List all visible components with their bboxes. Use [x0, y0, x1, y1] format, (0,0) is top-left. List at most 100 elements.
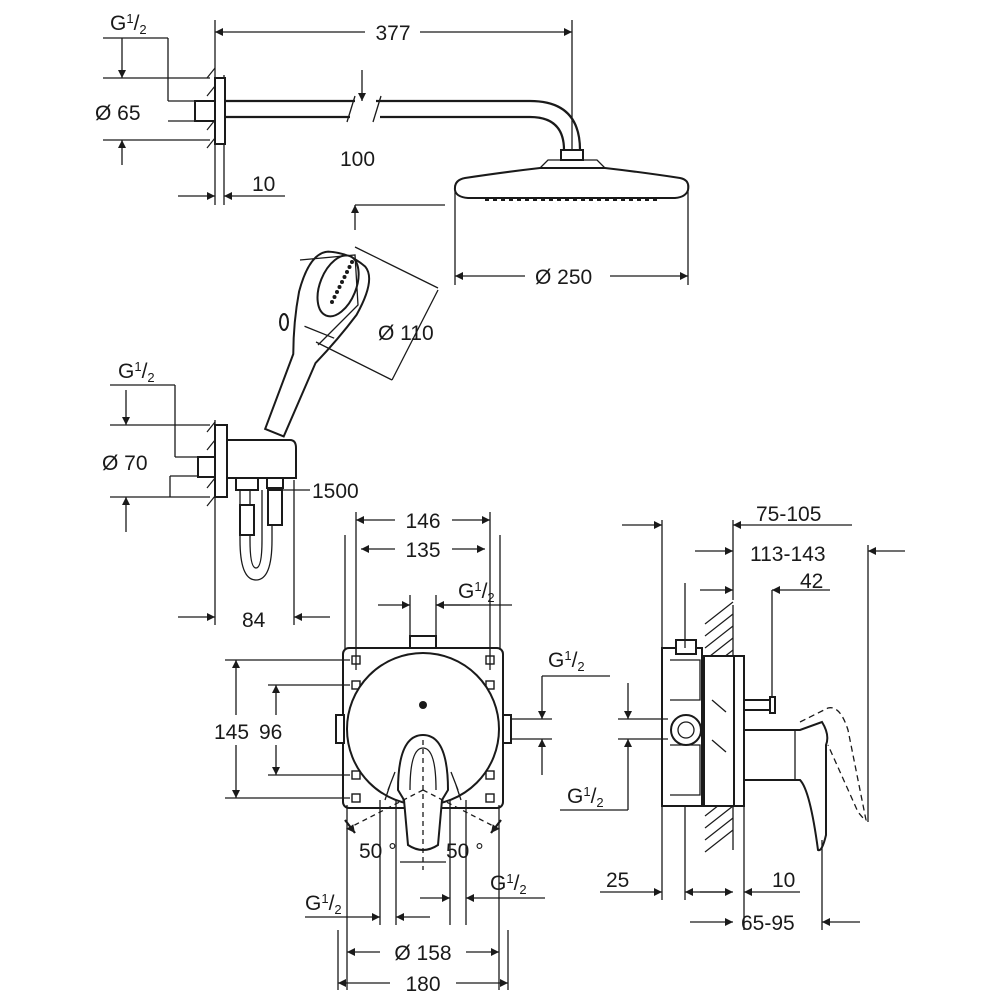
thread-g-side: G1/2 [567, 784, 604, 810]
hatch-line [704, 817, 734, 841]
arm-break-2 [372, 95, 382, 123]
shower-arm-bottom [225, 115, 566, 152]
nozzle [541, 197, 545, 201]
hose-sleeve-right [267, 489, 283, 526]
nozzle [509, 197, 513, 201]
dim-25-label: 25 [606, 869, 629, 892]
nozzle [525, 197, 529, 201]
mixer-side-view: 75-105 113-143 42 G1/2 25 10 65-95 [560, 503, 905, 935]
dim-96-label: 96 [259, 721, 282, 744]
nozzle [597, 197, 601, 201]
box-screw [351, 793, 361, 803]
side-stem [743, 699, 771, 711]
nozzle [653, 197, 657, 201]
box-screw [485, 770, 495, 780]
hose-loop-inner [249, 490, 263, 569]
hatch-line [704, 805, 734, 829]
thread-g-bottom-right: G1/2 [490, 871, 527, 897]
spray-selector-button [279, 313, 289, 331]
hand-nozzle [350, 260, 354, 264]
side-top-outlet [675, 639, 697, 655]
dim-42-label: 42 [800, 570, 823, 593]
hose-loop-outer [239, 490, 273, 581]
side-inlet-inner [677, 721, 695, 739]
hatch-line [704, 625, 734, 649]
side-box-front [703, 655, 735, 807]
mixer-lever-inner [409, 747, 437, 791]
angle-left-label: 50 ° [359, 840, 397, 863]
nozzle [629, 197, 633, 201]
rosette-screw-hole [419, 701, 427, 709]
top-outlet [409, 635, 437, 649]
shower-head-cap [538, 159, 607, 169]
hand-nozzle [330, 300, 334, 304]
hand-shower-view: Ø 110 G1/2 Ø 70 1500 84 [102, 246, 439, 632]
shower-head [453, 167, 690, 199]
nozzle [549, 197, 553, 201]
swivel-nut [560, 149, 584, 161]
overhead-shower-view: 377 G1/2 Ø 65 100 10 Ø 250 [95, 11, 690, 289]
dim-70-label: Ø 70 [102, 452, 148, 475]
shower-nozzles [485, 197, 657, 201]
dim-flange-diameter: Ø 65 [95, 102, 141, 125]
hatch-line [704, 613, 734, 637]
lever-travel-right [450, 771, 462, 801]
dim-75105-label: 75-105 [756, 503, 821, 526]
hand-nozzle [337, 285, 342, 289]
left-inlet [335, 714, 345, 744]
angle-line-right [422, 789, 502, 831]
d110-ext-bottom [315, 341, 393, 381]
d110-ext-top [354, 246, 439, 289]
nozzle [645, 197, 649, 201]
thread-g-overhead: G1/2 [110, 11, 147, 37]
thread-g-right: G1/2 [548, 648, 585, 674]
nozzle [613, 197, 617, 201]
dim-6595-label: 65-95 [741, 912, 795, 935]
box-screw [351, 770, 361, 780]
dim-100-label: 100 [340, 148, 375, 171]
side-screw-1 [711, 699, 727, 713]
nozzle [557, 197, 561, 201]
angle-line-left [344, 789, 424, 831]
dim-158-label: Ø 158 [394, 942, 451, 965]
dim-250-label: Ø 250 [535, 266, 592, 289]
dim-146-label: 146 [405, 510, 440, 533]
angle-right-label: 50 ° [446, 840, 484, 863]
mixer-front-view: 50 ° 50 ° 146 135 G1/2 G1/2 [214, 510, 610, 996]
hand-nozzle [332, 295, 337, 299]
hose-sleeve-left [239, 504, 255, 536]
nozzle [533, 197, 537, 201]
hand-nozzle [345, 270, 349, 274]
side-box-plaster-guard [733, 655, 745, 807]
nozzle [501, 197, 505, 201]
hand-nozzle [342, 275, 347, 279]
arm-break-1 [346, 95, 356, 123]
dim-145-label: 145 [214, 721, 249, 744]
hose-nut [235, 477, 259, 491]
hand-shower-body [263, 250, 371, 438]
thread-g-top: G1/2 [458, 579, 495, 605]
elbow-thread [197, 456, 216, 478]
wall-hatch-mid [206, 421, 216, 507]
dim-110-label: Ø 110 [378, 322, 434, 345]
dim-10-label: 10 [252, 173, 275, 196]
box-screw [485, 793, 495, 803]
wall-hatch-top [206, 67, 216, 149]
hand-nozzle [347, 265, 352, 269]
dim-10s-label: 10 [772, 869, 795, 892]
shower-arm-top [225, 99, 582, 152]
hand-nozzle [340, 280, 344, 284]
side-stem-end [769, 696, 776, 714]
dim-135-label: 135 [405, 539, 440, 562]
hatch-line [704, 829, 734, 853]
thread-g-hand: G1/2 [118, 359, 155, 385]
hand-nozzle [335, 290, 339, 294]
nozzle [605, 197, 609, 201]
thread-g-bottom-left: G1/2 [305, 891, 342, 917]
spray-face [299, 254, 359, 346]
side-screw-2 [711, 739, 727, 753]
dim-113143-label: 113-143 [750, 543, 826, 566]
flange-rosette [214, 77, 226, 145]
